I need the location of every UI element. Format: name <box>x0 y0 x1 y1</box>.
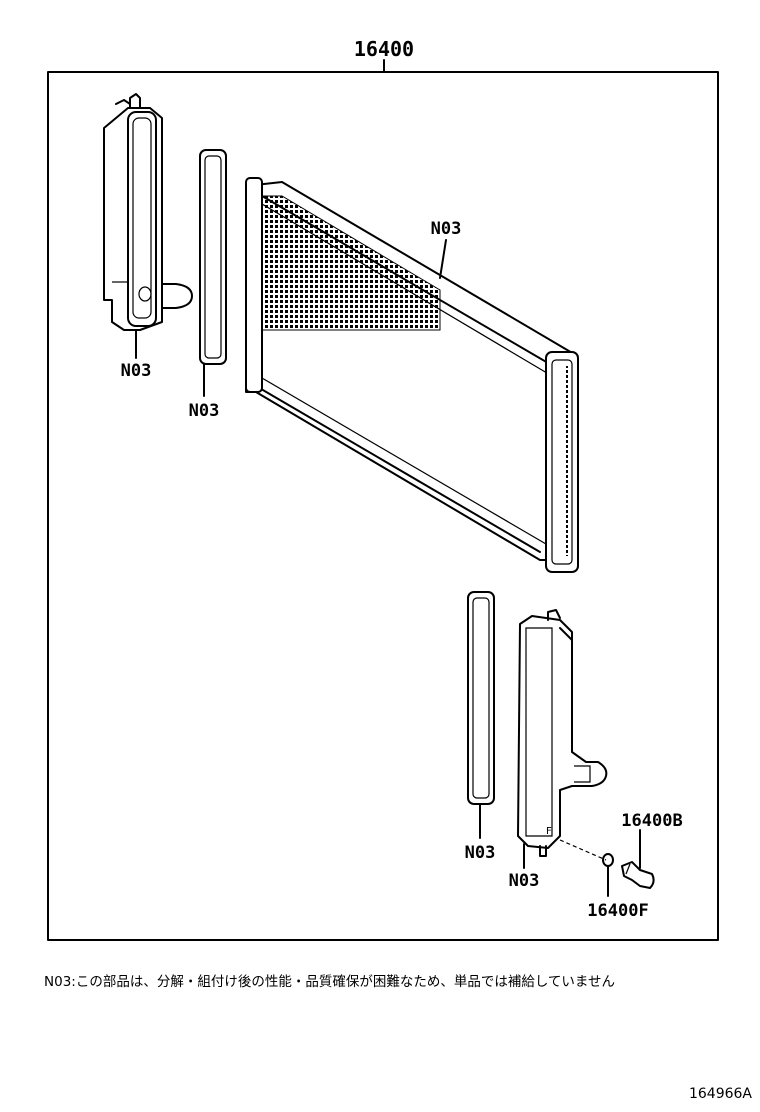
left-gasket-label: N03 <box>189 401 220 421</box>
right-gasket-label: N03 <box>465 843 496 863</box>
drain-oring <box>602 853 614 867</box>
left-gasket <box>199 149 227 365</box>
diagram-code: 164966A <box>688 1086 752 1102</box>
drain-cock <box>621 861 655 889</box>
right-tank-label: N03 <box>509 871 540 891</box>
drain-cock-label: 16400B <box>621 811 682 831</box>
core-label: N03 <box>431 219 462 239</box>
right-tank: F <box>517 609 608 857</box>
left-tank-label: N03 <box>121 361 152 381</box>
assembly-frame <box>47 59 719 941</box>
drain-oring-label: 16400F <box>587 901 648 921</box>
radiator-core <box>245 177 579 573</box>
supply-note: N03:この部品は、分解・組付け後の性能・品質確保が困難なため、単品では補給して… <box>44 974 616 990</box>
left-tank <box>103 93 193 331</box>
right-gasket <box>467 591 495 805</box>
svg-text:F: F <box>546 826 552 837</box>
assembly-label: 16400 <box>354 37 414 61</box>
